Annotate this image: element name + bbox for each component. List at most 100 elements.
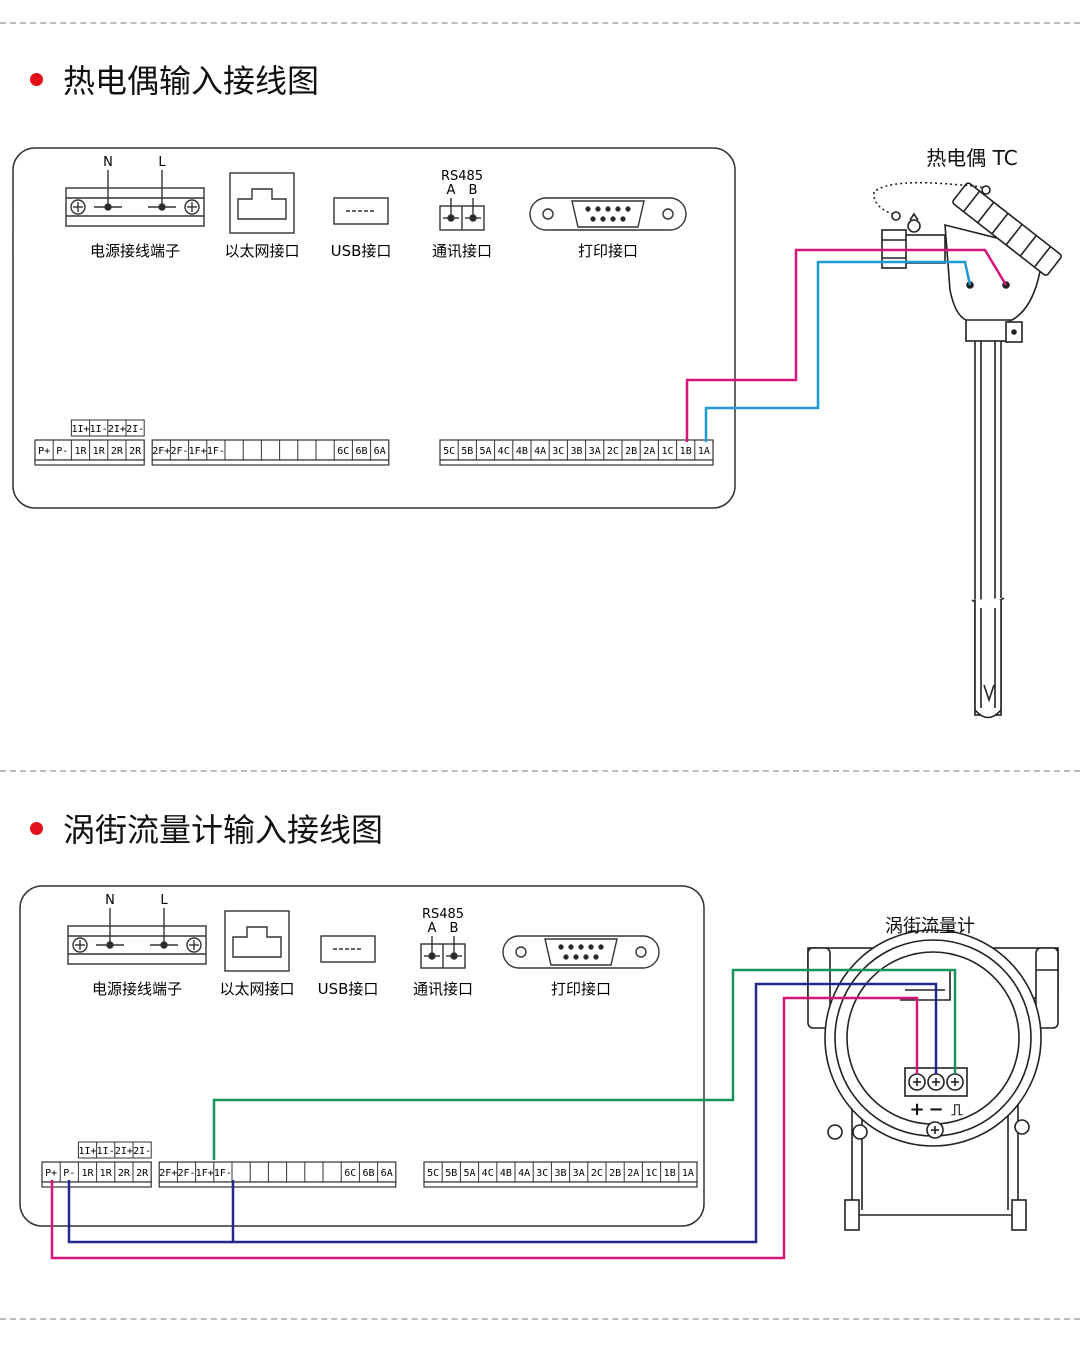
analog-header-label: 2I- bbox=[126, 424, 144, 435]
terminal-label: 4B bbox=[500, 1168, 512, 1179]
terminal-label: 2R bbox=[118, 1168, 131, 1179]
terminal-label: 5B bbox=[445, 1168, 457, 1179]
terminal-label: 6B bbox=[362, 1168, 374, 1179]
middle-divider bbox=[0, 770, 1080, 772]
terminal-label: 4A bbox=[518, 1168, 530, 1179]
power-l-label: L bbox=[160, 893, 168, 908]
terminal-label: 5C bbox=[443, 446, 455, 457]
terminal-label: 1R bbox=[93, 446, 106, 457]
device-label: 涡街流量计 bbox=[885, 916, 975, 937]
usb-label: USB接口 bbox=[331, 242, 392, 260]
terminal-strip-frequency-inputs: 2F+2F-1F+1F- 6C 6B 6A bbox=[158, 1161, 397, 1188]
ethernet-label: 以太网接口 bbox=[224, 242, 299, 260]
terminal-label: P- bbox=[56, 446, 68, 457]
section-title-text: 热电偶输入接线图 bbox=[63, 62, 320, 100]
analog-header-label: 1I- bbox=[90, 424, 108, 435]
terminal-label: 6C bbox=[344, 1168, 356, 1179]
terminal-label: 1F+ bbox=[196, 1168, 214, 1179]
power-n-label: N bbox=[105, 893, 115, 908]
bullet-icon bbox=[30, 821, 43, 835]
power-terminal-icon bbox=[67, 908, 207, 965]
terminal-label: P- bbox=[63, 1168, 75, 1179]
terminal-label: 1F- bbox=[207, 446, 225, 457]
terminal-label: 1F+ bbox=[189, 446, 207, 457]
section-title-thermocouple: 热电偶输入接线图 bbox=[30, 56, 319, 102]
terminal-label: 5A bbox=[463, 1168, 475, 1179]
terminal-label: 1R bbox=[100, 1168, 113, 1179]
ethernet-port-icon bbox=[224, 910, 290, 972]
terminal-label: 4B bbox=[516, 446, 528, 457]
terminal-label: 3B bbox=[554, 1168, 566, 1179]
wire-cyan bbox=[704, 260, 972, 442]
terminal-label: 1A bbox=[698, 446, 710, 457]
ethernet-label: 以太网接口 bbox=[219, 980, 294, 998]
analog-header-label: 2I+ bbox=[115, 1146, 133, 1157]
terminal-label: 2A bbox=[643, 446, 655, 457]
panel-outline bbox=[12, 147, 736, 509]
terminal-label: P+ bbox=[38, 446, 50, 457]
wire-magenta bbox=[50, 996, 919, 1260]
comm-label: 通讯接口 bbox=[413, 980, 473, 998]
analog-input-header: 1I+1I-2I+2I- bbox=[77, 1141, 152, 1159]
terminal-label: 3A bbox=[573, 1168, 585, 1179]
rs485-a-label: A bbox=[447, 183, 456, 198]
terminal-label: 2F- bbox=[177, 1168, 195, 1179]
panel-outline bbox=[19, 885, 705, 1227]
terminal-label: 1B bbox=[664, 1168, 676, 1179]
analog-header-label: 1I+ bbox=[71, 424, 89, 435]
analog-header-label: 1I- bbox=[97, 1146, 115, 1157]
terminal-label: 3A bbox=[589, 446, 601, 457]
comm-label: 通讯接口 bbox=[432, 242, 492, 260]
terminal-label: 1F- bbox=[214, 1168, 232, 1179]
terminal-label: 3C bbox=[552, 446, 564, 457]
terminal-label: 2F+ bbox=[159, 1168, 177, 1179]
terminal-label: 6A bbox=[381, 1168, 393, 1179]
terminal-label: 3C bbox=[536, 1168, 548, 1179]
rs485-terminal-icon bbox=[420, 936, 466, 969]
rs485-a-label: A bbox=[428, 921, 437, 936]
print-label: 打印接口 bbox=[578, 242, 638, 260]
terminal-label: 4C bbox=[498, 446, 510, 457]
analog-header-label: 2I- bbox=[133, 1146, 151, 1157]
rs485-title: RS485 bbox=[441, 169, 483, 184]
terminal-label: 4A bbox=[534, 446, 546, 457]
db9-port-icon bbox=[502, 935, 660, 969]
top-divider bbox=[0, 22, 1080, 24]
terminal-label: 2R bbox=[136, 1168, 149, 1179]
power-terminal-label: 电源接线端子 bbox=[90, 242, 180, 260]
terminal-label: 1R bbox=[81, 1168, 94, 1179]
rs485-b-label: B bbox=[450, 921, 459, 936]
bottom-divider bbox=[0, 1318, 1080, 1320]
rs485-title: RS485 bbox=[422, 907, 464, 922]
terminal-label: 3B bbox=[570, 446, 582, 457]
power-terminal-label: 电源接线端子 bbox=[92, 980, 182, 998]
terminal-label: 1C bbox=[645, 1168, 657, 1179]
db9-port-icon bbox=[529, 197, 687, 231]
wire-navy bbox=[67, 982, 938, 1244]
section-title-vortex: 涡街流量计输入接线图 bbox=[30, 805, 383, 851]
section-title-text: 涡街流量计输入接线图 bbox=[63, 811, 384, 849]
power-n-label: N bbox=[103, 155, 113, 170]
terminal-label: 2C bbox=[607, 446, 619, 457]
terminal-strip-power-inputs: P+ P- 1R 1R 2R 2R bbox=[41, 1161, 152, 1188]
device-label: 热电偶 TC bbox=[926, 146, 1017, 170]
terminal-pulse-label: ⎍ bbox=[951, 1100, 963, 1119]
ethernet-port-icon bbox=[229, 172, 295, 234]
terminal-label: 4C bbox=[482, 1168, 494, 1179]
terminal-label: 1B bbox=[680, 446, 692, 457]
terminal-label: P+ bbox=[45, 1168, 57, 1179]
terminal-label: 2C bbox=[591, 1168, 603, 1179]
rs485-terminal-icon bbox=[439, 198, 485, 231]
terminal-label: 1C bbox=[661, 446, 673, 457]
usb-label: USB接口 bbox=[318, 980, 379, 998]
wire-magenta bbox=[685, 248, 1008, 442]
analog-input-header: 1I+1I-2I+2I- bbox=[70, 419, 145, 437]
terminal-label: 5B bbox=[461, 446, 473, 457]
usb-port-icon bbox=[320, 935, 376, 963]
